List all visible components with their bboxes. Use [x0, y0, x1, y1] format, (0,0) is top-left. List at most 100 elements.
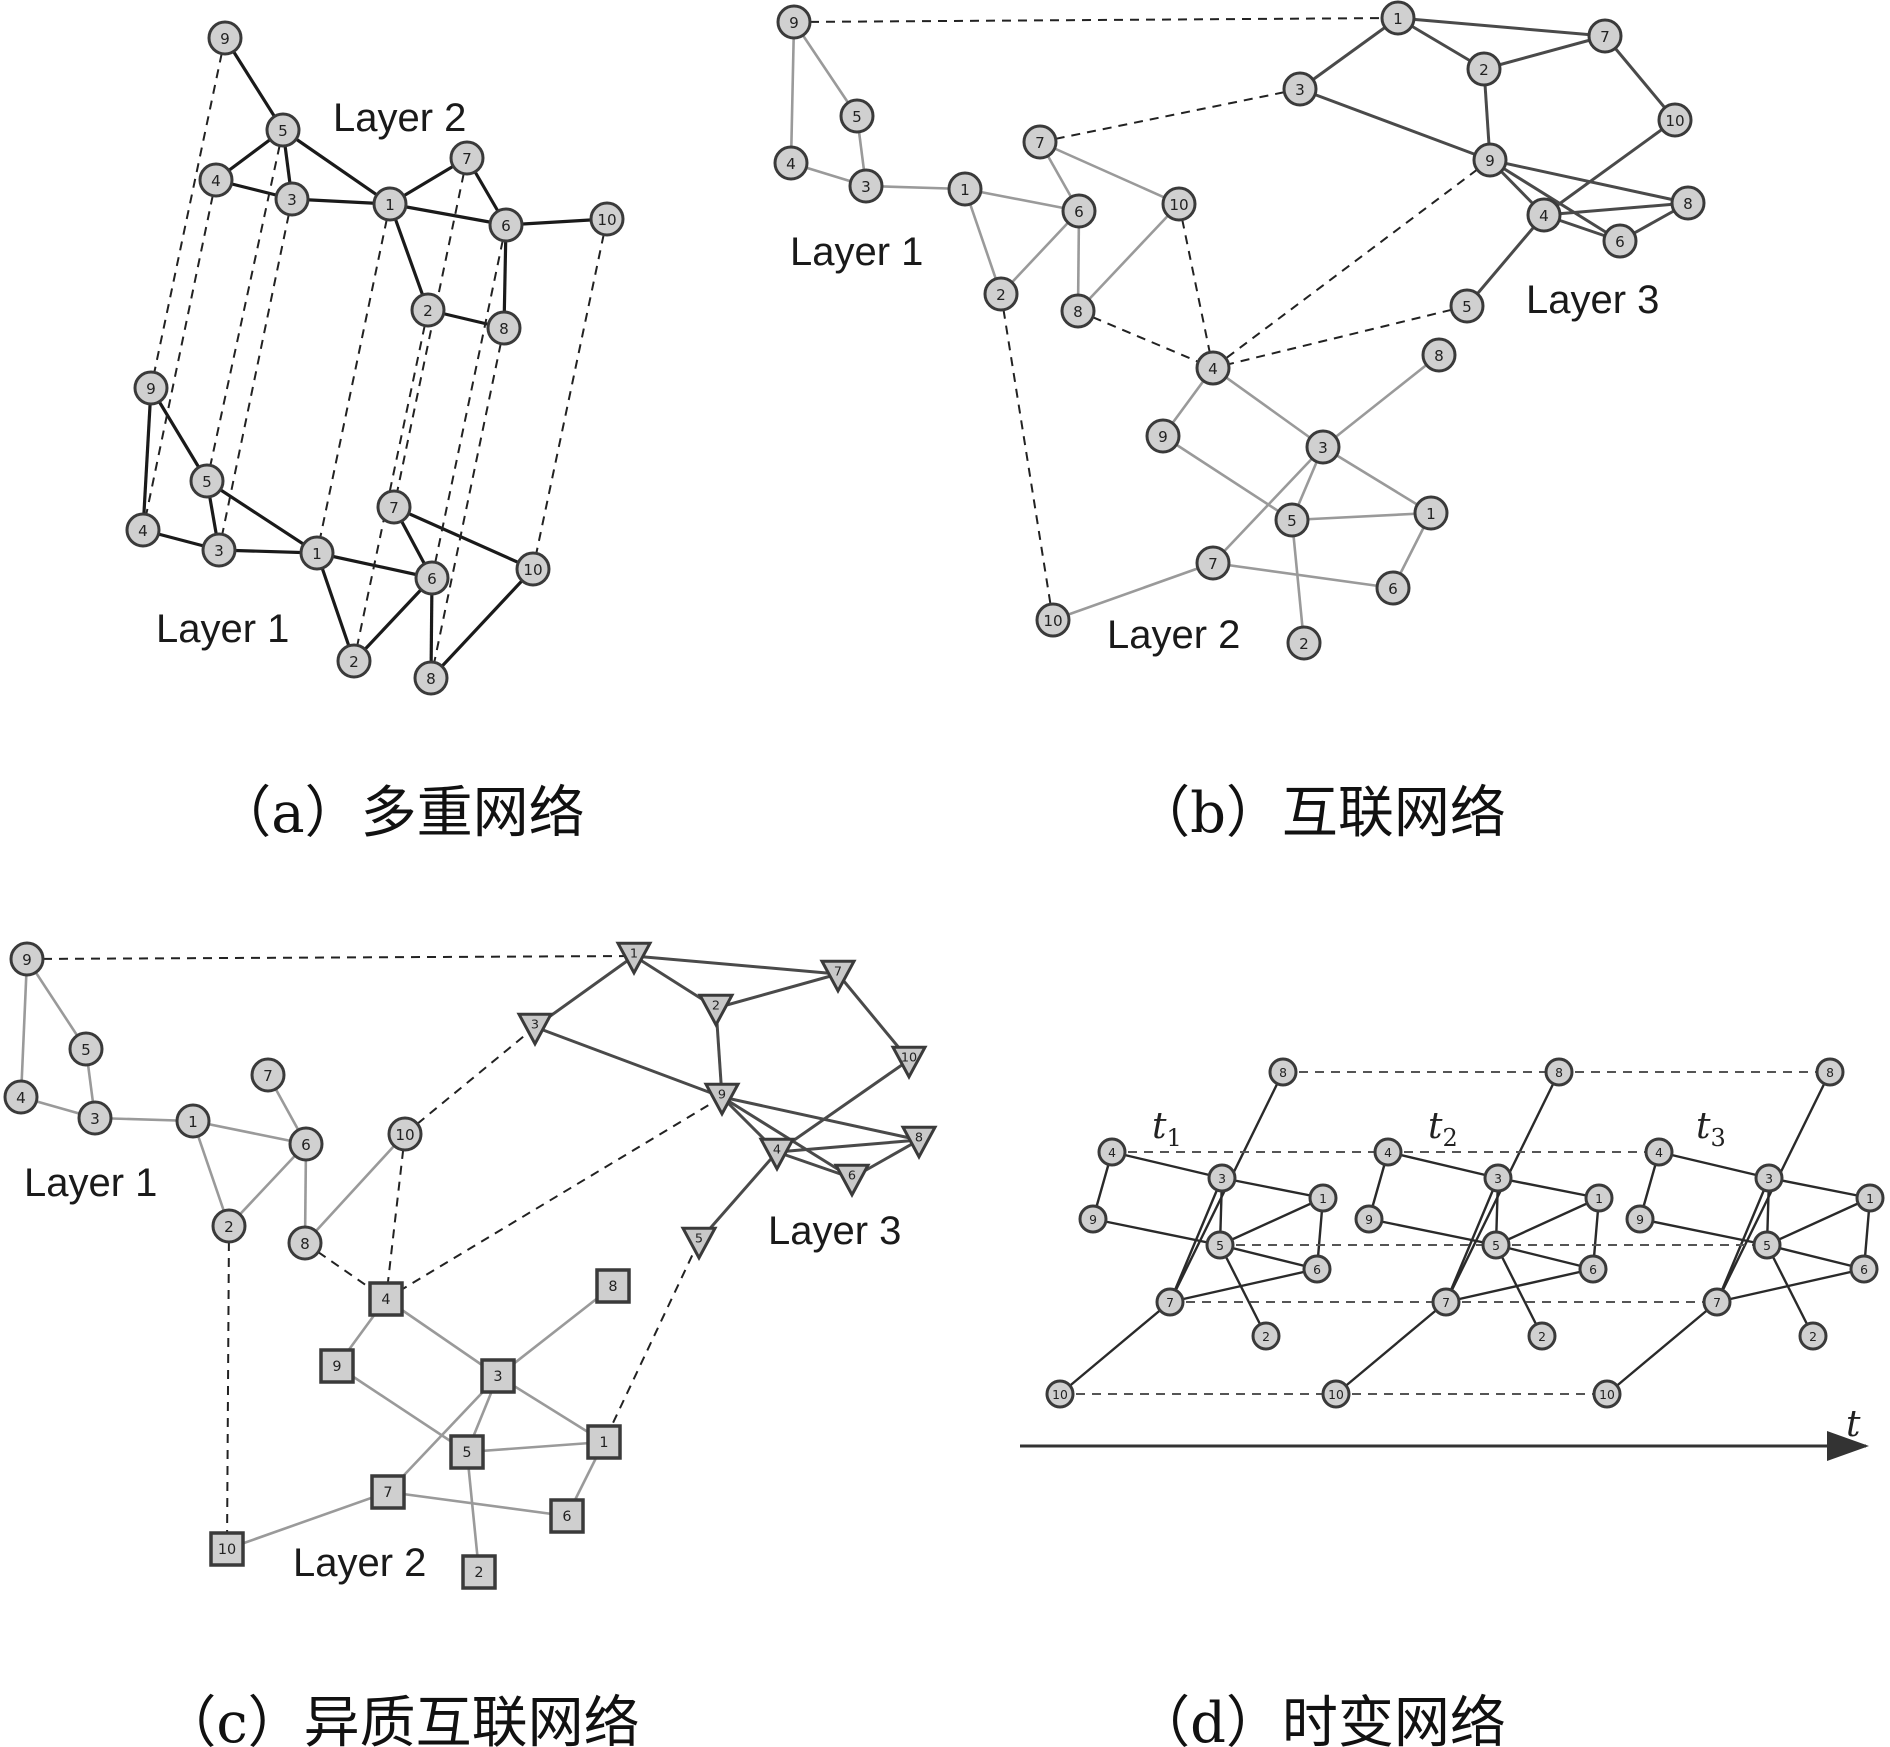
panel-b-layer2-edge: [1322, 445, 1432, 515]
panel-d-snapshot-1-node-label: 2: [1262, 1330, 1270, 1344]
panel-c-layer1-node-label: 8: [300, 1235, 310, 1253]
panel-b-layer2-node-label: 5: [1287, 512, 1297, 530]
panel-d-snapshot-2-node-label: 8: [1555, 1066, 1563, 1080]
panel-d-snapshot-1-node: [1268, 1057, 1298, 1087]
panel-b-interlayer-edge: [1212, 305, 1468, 369]
panel-d-snapshot-1-edge: [1221, 1176, 1324, 1200]
panel-d-snapshot-2-node-label: 2: [1538, 1330, 1546, 1344]
panel-b-layer1-node-label: 8: [1073, 303, 1083, 321]
panel-b-layer3-edge: [1543, 201, 1689, 217]
panel-c-layer1-node: [68, 1031, 104, 1067]
panel-c-layer2-edge: [336, 1364, 468, 1454]
panel-b-layer3-node: [1282, 71, 1318, 107]
panel-b-layer3-node-label: 5: [1462, 298, 1472, 316]
panel-d-snapshot-1-node: [1155, 1287, 1185, 1317]
panel-d-snapshot-3-edge: [1658, 1150, 1770, 1180]
panel-d-snapshot-2-node: [1354, 1204, 1384, 1234]
panel-c-layer3-edge: [697, 1151, 779, 1242]
panel-d-snapshot-1-node-label: 9: [1089, 1213, 1097, 1227]
panel-b-layer3-node-label: 3: [1295, 81, 1305, 99]
panel-c-layer2-node-label: 2: [474, 1565, 483, 1581]
panel-b-layer3-edge: [1543, 118, 1676, 217]
panel-c-layer2-node: [586, 1424, 622, 1460]
panel-c-interlayer-edge: [404, 1026, 536, 1135]
panel-b-layer1-node: [983, 276, 1019, 312]
panel-c-layer1-edge: [228, 1143, 307, 1227]
panel-d-snapshot-2-node-label: 10: [1328, 1388, 1344, 1402]
panel-c-layer3-edge: [633, 954, 839, 976]
panel-b-layer2-edge: [1162, 434, 1293, 522]
panel-d-snapshot-2-node: [1483, 1163, 1513, 1193]
panel-b-layer3-node: [1526, 197, 1562, 233]
panel-d-snapshot-1-node: [1045, 1379, 1075, 1409]
panel-b-layer3-node: [1472, 142, 1508, 178]
panel-b-layer1-node-label: 9: [789, 14, 799, 32]
panel-c-interlayer-edge: [385, 1096, 723, 1300]
panel-a-layer1-node-label: 8: [426, 670, 436, 688]
panel-b-interlayer-edge: [1212, 159, 1491, 369]
panel-c-layer2-node: [449, 1434, 485, 1470]
panel-c-layer1-edge: [25, 958, 88, 1050]
panel-b-layer2-node-label: 6: [1388, 580, 1398, 598]
panel-c-layer2-node: [209, 1531, 245, 1567]
panel-a-interlayer-edge: [393, 157, 468, 508]
panel-a-interlayer-edge: [150, 37, 226, 389]
panel-d-snapshot-3-node: [1754, 1163, 1784, 1193]
panel-d-snapshot-2-edge: [1335, 1301, 1447, 1395]
panel-d-snapshot-2-edge: [1445, 1267, 1594, 1304]
panel-c-layer2-edge: [385, 1297, 499, 1378]
panel-d-snapshot-1-edge: [1219, 1196, 1324, 1247]
panel-a-layer1-node: [376, 489, 412, 525]
panel-b-layer1-node: [773, 145, 809, 181]
panel-c-layer2-node: [368, 1281, 404, 1317]
panel-c-layer3-node: [900, 1125, 938, 1160]
panel-c-layer3-edge: [534, 1025, 723, 1099]
panel-c-layer1-node: [9, 941, 45, 977]
panel-b-layer2-edge: [1212, 366, 1324, 449]
panel-c-layer3-edge: [836, 973, 911, 1061]
panel-d-snapshot-2-edge: [1495, 1243, 1594, 1271]
panel-b-interlayer-edge: [1077, 310, 1214, 369]
panel-d-snapshot-3-edge: [1765, 1244, 1815, 1337]
panel-b-layer2-node: [1195, 545, 1231, 581]
panel-c-layer1-node-label: 1: [188, 1113, 198, 1131]
panel-c-interlayer-edge: [385, 1133, 406, 1300]
panel-d-snapshot-2-edge: [1495, 1196, 1600, 1247]
panel-d-snapshot-2-node: [1578, 1254, 1608, 1284]
panel-c-layer2-edge: [387, 1375, 499, 1493]
panel-c-layer2-label: Layer 2: [293, 1541, 426, 1585]
panel-b-layer1-node: [848, 168, 884, 204]
panel-c-layer1-edge: [192, 1119, 307, 1146]
panel-b-layer1-edge: [789, 21, 796, 164]
panel-c-layer3-node-label: 8: [915, 1131, 923, 1146]
panel-a-layer1-node-label: 3: [214, 542, 224, 560]
panel-b-layer3-label: Layer 3: [1526, 278, 1659, 322]
panel-c-layer3-node-label: 5: [695, 1232, 703, 1247]
panel-d-snapshot-1-node: [1205, 1230, 1235, 1260]
panel-b-layer2-node: [1305, 429, 1341, 465]
panel-d-snapshot-1-node: [1207, 1163, 1237, 1193]
panel-a-layer1-edge: [315, 552, 356, 662]
panel-c-layer2-node: [595, 1268, 631, 1304]
panel-c-layer3-node-label: 9: [718, 1088, 726, 1103]
panel-c-layer2-node: [549, 1498, 585, 1534]
panel-b-layer3-edge: [1299, 87, 1491, 162]
panel-b-layer3-node: [1587, 18, 1623, 54]
panel-d-snapshot-2-edge: [1494, 1244, 1544, 1337]
panel-d-snapshot-3-node-label: 2: [1809, 1330, 1817, 1344]
panel-c-layer2-node-label: 6: [562, 1509, 571, 1525]
panel-a-layer1-node: [201, 532, 237, 568]
panel-a-layer1-node: [125, 512, 161, 548]
panel-c-layer3-edge: [715, 972, 839, 1010]
panel-c-layer1-node: [250, 1057, 286, 1093]
panel-b-layer2-node-label: 9: [1158, 428, 1168, 446]
panel-c-layer2-node: [480, 1358, 516, 1394]
panel-a-layer1-node: [515, 551, 551, 587]
panel-a-layer2-node-label: 1: [385, 196, 395, 214]
panel-b-interlayer-edge: [1039, 88, 1301, 143]
panel-a-layer1-node-label: 5: [202, 473, 212, 491]
panel-b-layer3-node: [1670, 185, 1706, 221]
panel-d-snapshot-3-node: [1855, 1183, 1885, 1213]
panel-c-layer3-node-label: 3: [531, 1018, 539, 1033]
panel-a-layer1-node: [336, 643, 372, 679]
